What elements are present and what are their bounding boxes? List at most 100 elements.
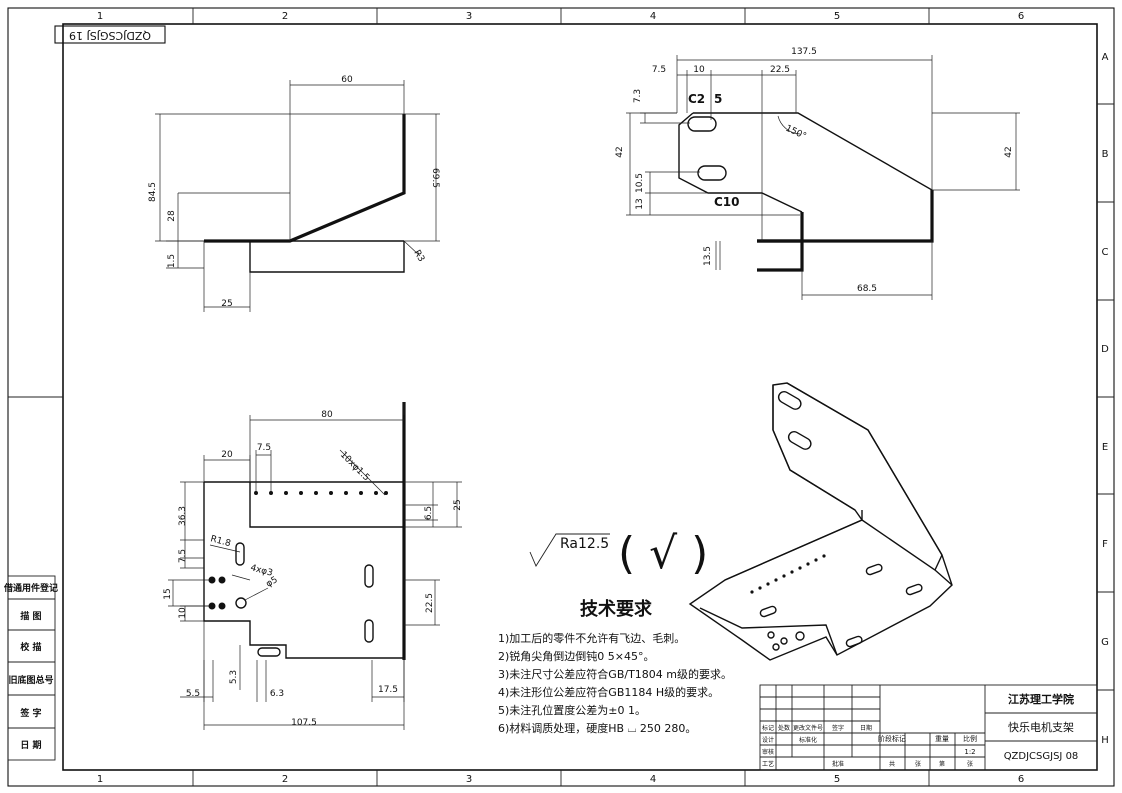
zone-row-d: D xyxy=(1101,344,1109,355)
side-label-check: 校 描 xyxy=(20,641,41,653)
title-footer-total: 共 xyxy=(889,760,895,768)
title-footer-sheets: 张 xyxy=(915,760,921,768)
plan-dim-22-5: 22.5 xyxy=(425,593,435,613)
plan-dim-5-5: 5.5 xyxy=(186,689,200,699)
tech-req-3: 3)未注尺寸公差应符合GB/T1804 m级的要求。 xyxy=(498,667,732,681)
title-row-mark: 标记 xyxy=(762,724,774,732)
plan-dim-20: 20 xyxy=(221,450,233,460)
plan-dim-7-5-vertical: 7.5 xyxy=(178,549,188,563)
zone-col-bottom-2: 2 xyxy=(282,774,288,785)
rotated-drawing-code: QZDJCSGJSJ 19 xyxy=(69,29,151,42)
title-drawing-code: QZDJCSGJSJ 08 xyxy=(1004,751,1079,762)
title-part-name: 快乐电机支架 xyxy=(1008,720,1074,734)
title-block xyxy=(759,684,1098,771)
zone-row-c: C xyxy=(1102,247,1109,258)
side-dim-10: 10 xyxy=(693,65,705,75)
plan-slot-right-upper xyxy=(364,564,374,588)
surface-finish-check: ( √ ) xyxy=(618,528,708,579)
isometric-view xyxy=(688,382,953,661)
zone-column-labels: 1 2 3 4 5 6 1 2 3 4 5 6 xyxy=(97,11,1024,785)
title-footer-sheet: 张 xyxy=(967,760,973,768)
plan-dim-107-5: 107.5 xyxy=(291,718,317,728)
side-slot-count: 5 xyxy=(714,92,722,106)
plan-dim-6-3: 6.3 xyxy=(270,689,284,699)
plan-hole-phi5 xyxy=(235,597,247,609)
side-signature-table xyxy=(7,575,56,761)
side-slot-upper xyxy=(687,116,717,132)
side-dim-7-3: 7.3 xyxy=(633,89,643,103)
zone-grid xyxy=(8,8,1114,786)
plan-dim-5-3: 5.3 xyxy=(229,670,239,684)
front-view xyxy=(155,80,440,312)
plan-hole-2 xyxy=(218,576,226,584)
plan-holes-callout: 10xφ1.5 xyxy=(338,450,371,483)
side-dim-angle: 150° xyxy=(784,124,808,142)
plan-hole-4x3: 4xφ3 xyxy=(249,563,274,579)
zone-col-bottom-3: 3 xyxy=(466,774,472,785)
tech-req-2: 2)锐角尖角倒边倒钝0 5×45°。 xyxy=(498,649,655,663)
surface-finish-symbol xyxy=(529,533,610,567)
side-dim-7-5: 7.5 xyxy=(652,65,666,75)
title-row-change: 更改文件号 xyxy=(793,724,823,732)
side-dim-42-left: 42 xyxy=(615,146,625,157)
front-dim-28: 28 xyxy=(167,210,177,222)
title-footer-number: 第 xyxy=(939,760,945,768)
iso-small-hole-row xyxy=(750,554,826,594)
plan-slot-right-lower xyxy=(364,619,374,643)
plan-dim-25: 25 xyxy=(453,499,463,510)
plan-hole-3 xyxy=(208,602,216,610)
tech-req-1: 1)加工后的零件不允许有飞边、毛刺。 xyxy=(498,631,685,645)
tech-req-4: 4)未注形位公差应符合GB1184 H级的要求。 xyxy=(498,685,719,699)
title-weight-label: 重量 xyxy=(935,735,949,743)
title-ratio-value: 1:2 xyxy=(964,748,975,756)
zone-col-top-5: 5 xyxy=(834,11,840,22)
front-dim-r3: R3 xyxy=(411,249,426,264)
zone-col-bottom-4: 4 xyxy=(650,774,656,785)
zone-col-top-6: 6 xyxy=(1018,11,1024,22)
title-ratio-label: 比例 xyxy=(963,734,977,743)
front-dim-1-5: 1.5 xyxy=(167,254,177,268)
tech-req-5: 5)未注孔位置度公差为±0 1。 xyxy=(498,703,646,717)
side-dim-42-right: 42 xyxy=(1004,146,1014,157)
side-chamfer-c2: C2 xyxy=(688,92,705,106)
plan-hole-1 xyxy=(208,576,216,584)
zone-row-labels: A B C D E F G H xyxy=(1101,52,1109,746)
plan-dim-10: 10 xyxy=(178,607,188,619)
plan-slot-bottom xyxy=(257,647,281,657)
zone-col-top-4: 4 xyxy=(650,11,656,22)
zone-col-bottom-5: 5 xyxy=(834,774,840,785)
side-dim-68-5: 68.5 xyxy=(857,284,877,294)
zone-col-top-3: 3 xyxy=(466,11,472,22)
zone-row-g: G xyxy=(1101,637,1109,648)
side-dim-13: 13 xyxy=(635,198,645,209)
tech-req-6: 6)材料调质处理，硬度HB ⌴ 250 280。 xyxy=(498,721,696,735)
side-dim-22-5: 22.5 xyxy=(770,65,790,75)
plan-dim-r1-8: R1.8 xyxy=(209,534,232,549)
zone-row-a: A xyxy=(1102,52,1109,63)
zone-col-bottom-6: 6 xyxy=(1018,774,1024,785)
title-process: 工艺 xyxy=(762,760,774,768)
side-label-old-number: 旧底图总号 xyxy=(8,674,53,686)
zone-row-b: B xyxy=(1102,149,1109,160)
plan-dim-80: 80 xyxy=(321,410,333,420)
title-row-count: 处数 xyxy=(778,724,790,732)
side-chamfer-c10: C10 xyxy=(714,195,740,209)
surface-finish-value: Ra12.5 xyxy=(560,536,609,552)
side-label-date: 日 期 xyxy=(20,739,41,751)
plan-hole-4 xyxy=(218,602,226,610)
plan-dim-17-5: 17.5 xyxy=(378,685,398,695)
zone-col-top-2: 2 xyxy=(282,11,288,22)
side-dim-137-5: 137.5 xyxy=(791,47,817,57)
rotated-code-box xyxy=(54,25,166,44)
plan-dim-6-5: 6.5 xyxy=(424,506,434,520)
zone-col-top-1: 1 xyxy=(97,11,103,22)
title-school: 江苏理工学院 xyxy=(1008,692,1074,706)
tech-requirements-title: 技术要求 xyxy=(580,598,653,620)
plan-view xyxy=(168,402,462,730)
plan-dim-7-5: 7.5 xyxy=(257,443,271,453)
side-label-sign: 签 字 xyxy=(19,707,41,719)
zone-row-h: H xyxy=(1101,735,1109,746)
side-view xyxy=(626,55,1020,300)
plan-slot-vertical xyxy=(235,542,245,566)
